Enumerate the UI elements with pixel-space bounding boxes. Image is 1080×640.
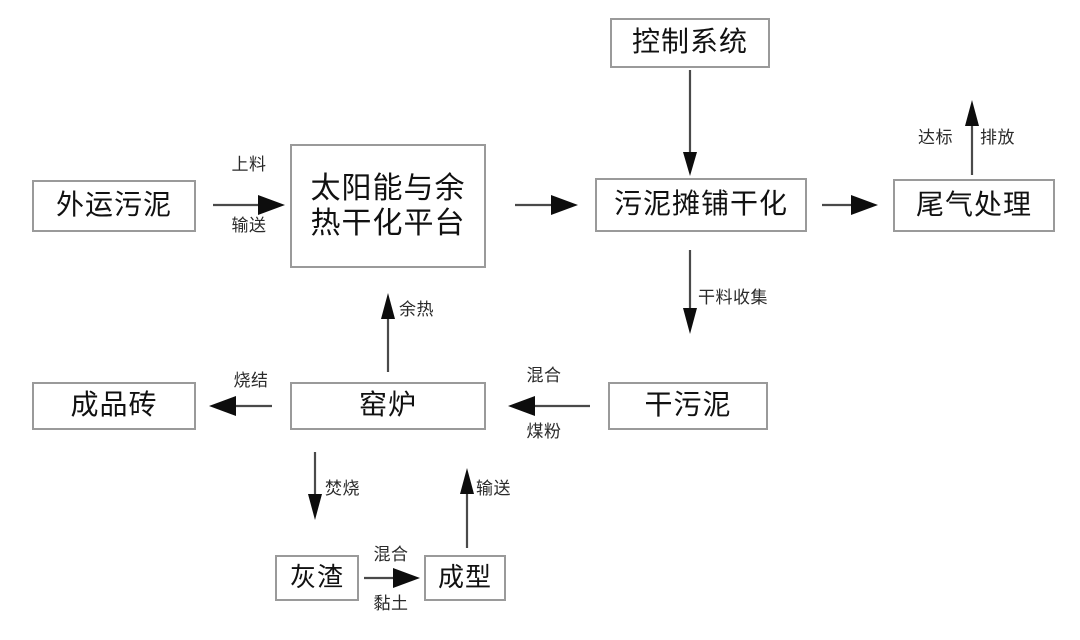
node-solar-platform-label-line2: 热干化平台	[310, 207, 466, 240]
edge-label-clay: 黏土	[373, 594, 409, 613]
node-dry-sludge-label: 干污泥	[644, 390, 732, 422]
edge-label-coal-powder: 煤粉	[526, 422, 562, 441]
edge-label-conveying: 输送	[231, 216, 267, 235]
arrow-kiln-to-solarplatform	[381, 293, 395, 372]
node-exhaust-treatment[interactable]: 尾气处理	[893, 179, 1055, 232]
edge-label-dry-collect: 干料收集	[698, 288, 768, 307]
node-solar-platform-label-line1: 太阳能与余	[310, 171, 466, 205]
node-forming[interactable]: 成型	[424, 555, 506, 601]
edge-label-loading: 上料	[231, 155, 267, 174]
node-raw-sludge-label: 外运污泥	[55, 190, 172, 222]
node-finished-brick[interactable]: 成品砖	[32, 382, 196, 430]
node-kiln[interactable]: 窑炉	[290, 382, 486, 430]
edge-label-mix-clay: 混合	[373, 545, 409, 564]
node-sludge-spreading-drying-label: 污泥摊铺干化	[613, 189, 788, 221]
node-ash-slag[interactable]: 灰渣	[275, 555, 359, 601]
node-raw-sludge[interactable]: 外运污泥	[32, 180, 196, 232]
edge-label-transport: 输送	[476, 479, 511, 498]
edge-label-waste-heat: 余热	[399, 300, 434, 319]
arrow-solarplatform-to-spreading	[515, 195, 578, 215]
arrow-drysludge-to-kiln	[508, 396, 590, 416]
edge-label-standard: 达标	[918, 128, 953, 147]
arrow-ash-to-forming	[364, 568, 420, 588]
node-sludge-spreading-drying[interactable]: 污泥摊铺干化	[595, 178, 807, 232]
node-ash-slag-label: 灰渣	[289, 562, 344, 592]
node-forming-label: 成型	[437, 562, 492, 592]
edge-label-mix-coal: 混合	[526, 366, 562, 385]
node-control-system-label: 控制系统	[631, 27, 748, 59]
node-control-system[interactable]: 控制系统	[610, 18, 770, 68]
arrow-spreading-to-exhaust	[822, 195, 878, 215]
edge-label-incineration: 焚烧	[325, 479, 360, 498]
node-solar-platform[interactable]: 太阳能与余 热干化平台	[290, 144, 486, 268]
arrow-kiln-to-ash	[308, 452, 322, 520]
node-kiln-label: 窑炉	[358, 390, 417, 422]
arrow-spreading-to-drysludge	[683, 250, 697, 334]
arrow-kiln-to-brick	[209, 396, 272, 416]
arrow-exhaust-to-atmosphere	[965, 100, 979, 175]
edge-label-sintering: 烧结	[233, 371, 269, 390]
arrow-control-to-spreading	[683, 70, 697, 176]
node-dry-sludge[interactable]: 干污泥	[608, 382, 768, 430]
edge-label-discharge: 排放	[980, 128, 1015, 147]
node-finished-brick-label: 成品砖	[70, 390, 158, 422]
arrow-rawsludge-to-solarplatform	[213, 195, 285, 215]
node-exhaust-treatment-label: 尾气处理	[915, 189, 1032, 221]
arrow-forming-to-kiln	[460, 468, 474, 548]
